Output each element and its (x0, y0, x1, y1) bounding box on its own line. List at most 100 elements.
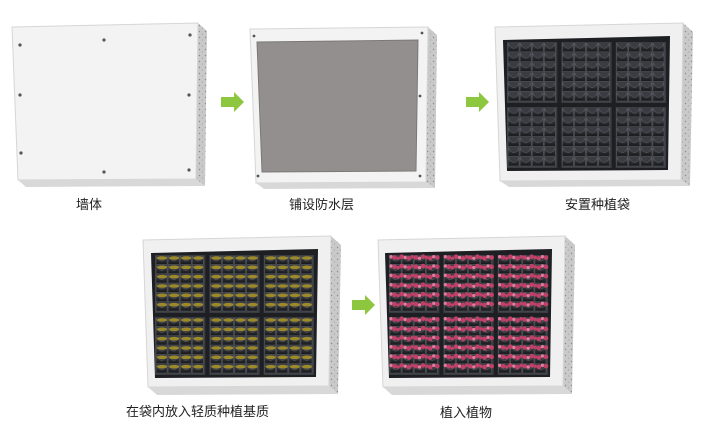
substrate-fill (157, 336, 168, 341)
pocket (444, 317, 456, 327)
plant-cluster (519, 283, 523, 287)
substrate-fill (157, 284, 168, 288)
pocket (652, 126, 665, 137)
plant-cluster (406, 255, 412, 261)
plant-cluster (432, 283, 436, 287)
plant-cluster (413, 283, 419, 288)
substrate-fill (235, 364, 246, 369)
plant-cluster (424, 255, 429, 260)
substrate-fill (301, 256, 312, 260)
plant-cluster (450, 303, 455, 307)
plant-cluster (497, 354, 502, 358)
plant-cluster (486, 326, 490, 330)
plant-cluster (522, 335, 527, 341)
plant-cluster (389, 273, 393, 278)
plant-cluster (543, 345, 549, 350)
substrate-fill (265, 256, 276, 260)
pocket (401, 345, 414, 355)
plant-cluster (540, 363, 545, 368)
plant-cluster (399, 316, 404, 322)
substrate-fill (289, 256, 300, 260)
plant-cluster (450, 293, 455, 298)
pocket (640, 156, 653, 167)
substrate-fill (181, 302, 192, 307)
plant-cluster (500, 326, 506, 332)
plant-cluster (472, 337, 476, 341)
plant-cluster (482, 336, 487, 342)
plant-cluster (515, 364, 520, 370)
plant-cluster (533, 274, 538, 278)
plant-cluster (508, 325, 513, 331)
plant-cluster (472, 318, 476, 322)
substrate-fill (211, 336, 222, 341)
substrate-fill (223, 355, 234, 360)
plant-cluster (467, 317, 473, 322)
pocket (519, 126, 532, 137)
plant-cluster (536, 302, 542, 308)
pocket (616, 71, 628, 82)
plant-cluster (508, 344, 513, 350)
substrate-fill (265, 318, 276, 322)
plant-cluster (479, 345, 483, 350)
plant-cluster (497, 292, 502, 296)
plant-cluster (453, 254, 459, 259)
plant-cluster (406, 293, 412, 298)
plant-cluster (399, 291, 404, 297)
plant-cluster (427, 293, 433, 298)
pocket (652, 146, 665, 157)
pocket (510, 292, 523, 302)
substrate-fill (277, 318, 288, 322)
substrate-fill (235, 336, 246, 341)
pocket (519, 156, 532, 167)
plant-cluster (540, 273, 545, 278)
plant-cluster (435, 273, 440, 279)
pocket (574, 61, 586, 72)
pocket (531, 61, 544, 72)
plant-cluster (536, 274, 542, 280)
pocket (586, 146, 598, 157)
pocket (628, 42, 641, 53)
plant-cluster (446, 301, 452, 307)
pocket (586, 107, 598, 118)
pocket (586, 126, 598, 137)
plant-cluster (526, 355, 530, 360)
plant-cluster (427, 284, 433, 289)
pocket (444, 363, 456, 374)
plant-cluster (432, 335, 436, 340)
pocket (456, 292, 468, 302)
plant-cluster (413, 326, 419, 332)
pocket (616, 126, 628, 137)
plant-cluster (427, 336, 433, 342)
substrate-fill (181, 284, 192, 288)
plant-cluster (467, 264, 473, 270)
pocket (456, 345, 468, 355)
plant-cluster (512, 293, 516, 297)
plant-cluster (508, 263, 513, 269)
plant-cluster (515, 293, 520, 298)
plant-cluster (424, 355, 429, 359)
pocket (598, 107, 610, 118)
substrate-fill (223, 346, 234, 350)
plant-cluster (536, 255, 542, 261)
right-arrow-icon (466, 92, 489, 112)
substrate-fill (277, 327, 288, 332)
plant-cluster (522, 301, 527, 307)
pocket (544, 52, 556, 62)
plant-cluster (529, 263, 535, 269)
substrate-fill (265, 284, 276, 288)
plant-cluster (497, 345, 502, 349)
plant-cluster (450, 337, 455, 341)
plant-cluster (508, 316, 513, 322)
plant-cluster (472, 293, 476, 298)
pocket (510, 345, 523, 355)
substrate-fill (265, 302, 276, 307)
substrate-fill (223, 265, 234, 270)
plant-cluster (435, 354, 440, 360)
plant-cluster (475, 301, 480, 306)
substrate-fill (157, 265, 168, 270)
plant-cluster (543, 283, 549, 288)
substrate-fill (157, 302, 168, 307)
pocket (628, 61, 641, 72)
pocket (652, 107, 665, 118)
substrate-fill (247, 284, 258, 288)
